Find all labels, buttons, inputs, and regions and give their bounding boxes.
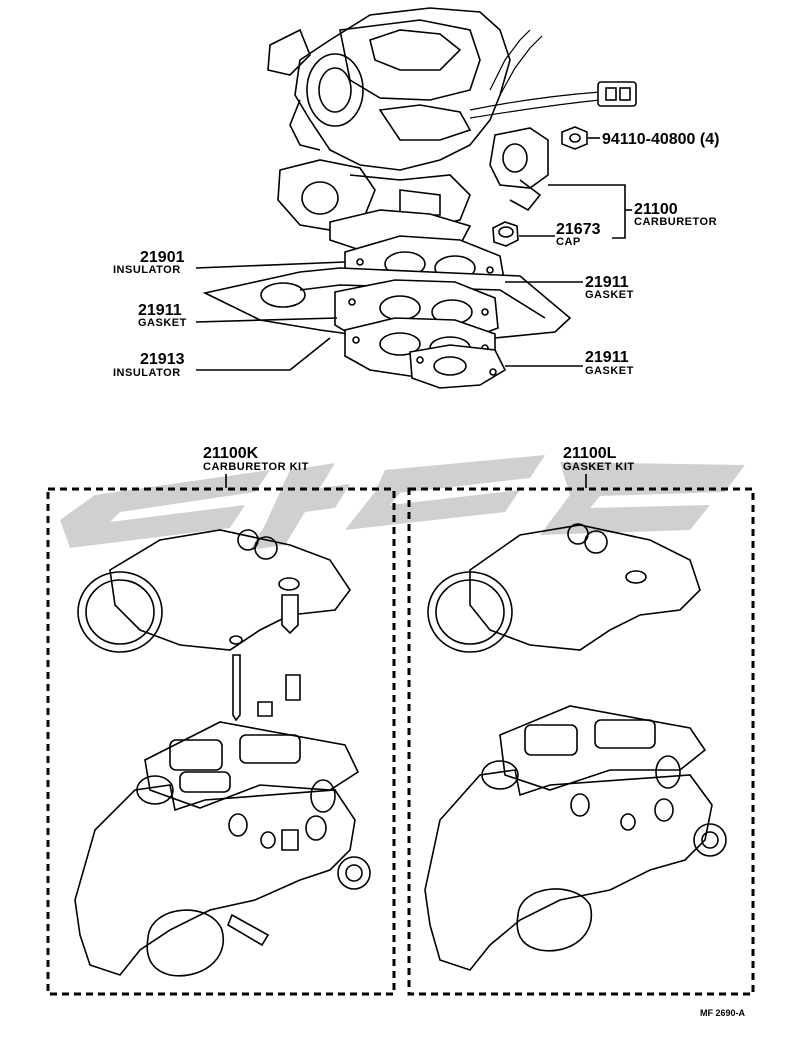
callout-gasket-left-number: 21911 — [138, 302, 182, 319]
callout-gasket-lower-number: 21911 — [585, 349, 629, 366]
callout-insulator2-number: 21913 — [140, 351, 185, 368]
kit-carburetor-number: 21100K — [203, 445, 259, 462]
callout-gasket-upper-name: GASKET — [585, 289, 634, 301]
callout-gasket-upper-number: 21911 — [585, 274, 629, 291]
watermark-logo — [60, 455, 745, 550]
kit-gasket-box — [407, 487, 755, 996]
kit-gasket-number: 21100L — [563, 445, 617, 462]
callout-gasket-lower-name: GASKET — [585, 365, 634, 377]
kit-gasket-name: GASKET KIT — [563, 461, 635, 473]
kit-carburetor-box — [46, 487, 396, 996]
callout-insulator2-name: INSULATOR — [113, 367, 181, 379]
carburetor-assembly-illustration — [267, 7, 637, 253]
callout-gasket-left-name: GASKET — [138, 317, 187, 329]
leader-insulator2 — [196, 337, 331, 371]
diagram-code: MF 2690-A — [700, 1008, 746, 1018]
kit-gasket-illustration — [424, 523, 727, 971]
kit-carburetor-name: CARBURETOR KIT — [203, 461, 309, 473]
callout-insulator1-name: INSULATOR — [113, 264, 181, 276]
kit-carburetor-illustration — [74, 529, 371, 977]
leader-gasket-left — [195, 317, 338, 323]
callout-carburetor-name: CARBURETOR — [634, 216, 717, 228]
callout-cap-name: CAP — [556, 236, 581, 248]
leader-insulator1 — [195, 261, 346, 269]
gasket-lower-illustration — [409, 344, 507, 389]
leader-carburetor-bracket — [548, 184, 626, 239]
callout-carburetor-number: 21100 — [634, 201, 678, 218]
callout-bolt-number: 94110-40800 (4) — [602, 131, 719, 148]
callout-insulator1-number: 21901 — [140, 249, 185, 266]
callout-cap-number: 21673 — [556, 221, 601, 238]
